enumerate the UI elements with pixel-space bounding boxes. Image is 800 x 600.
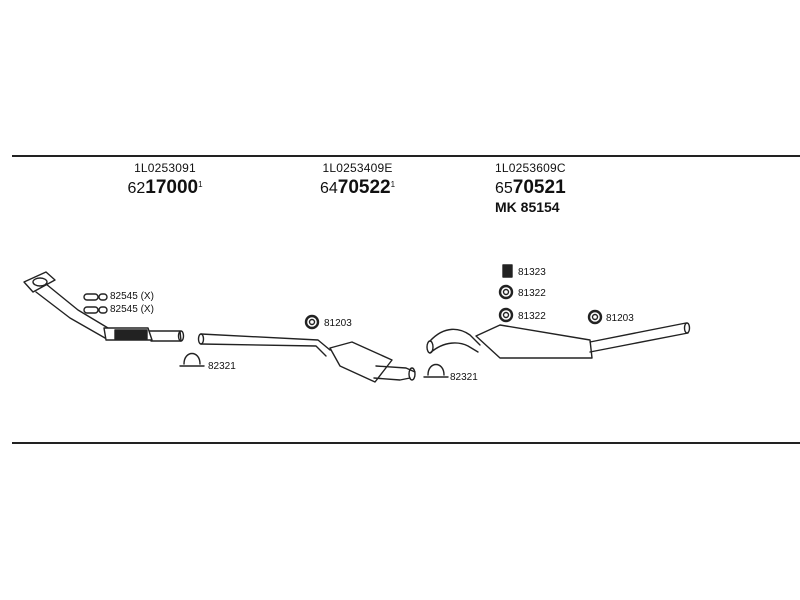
u-clamp-icon	[179, 352, 205, 367]
group-3-kit-number: MK 85154	[495, 199, 560, 215]
front-pipe	[23, 271, 185, 342]
group-1-oem-number: 1L0253091	[134, 161, 196, 175]
group-2-prefix: 64	[319, 180, 338, 197]
clamp-icon	[83, 293, 108, 301]
group-1-prefix: 62	[127, 180, 146, 197]
group-3-header: 1L0253609C 6570521 MK 85154	[495, 162, 615, 214]
rubber-ring-icon	[304, 314, 320, 330]
group-1-header: 1L0253091 62170001	[110, 162, 220, 197]
clamp-label: 82545 (X)	[110, 304, 154, 315]
group-1-number: 17000	[145, 177, 199, 198]
group-2-oem-number: 1L0253409E	[322, 161, 393, 175]
group-1-mark: 1	[198, 180, 203, 189]
clamp-label: 82545 (X)	[110, 291, 154, 302]
rubber-ring-icon	[498, 307, 514, 323]
rubber-mount-icon	[502, 264, 513, 278]
rubber-ring-icon	[587, 309, 603, 325]
clamp-icon	[83, 306, 108, 314]
u-clamp-icon	[423, 363, 449, 378]
group-3-prefix: 65	[495, 180, 513, 197]
group-2-mark: 1	[390, 180, 396, 189]
top-rule	[12, 155, 800, 157]
u-clamp-label: 82321	[208, 361, 236, 372]
middle-pipe	[197, 333, 416, 383]
u-clamp-label: 82321	[450, 372, 478, 383]
group-2-header: 1L0253409E 64705221	[300, 162, 415, 197]
group-2-number: 70522	[337, 177, 391, 198]
rubber-ring-icon	[498, 284, 514, 300]
group-1-part-number: 62170001	[110, 178, 220, 197]
rubber-mount-label: 81323	[518, 267, 546, 278]
bottom-rule	[12, 442, 800, 444]
group-2-part-number: 64705221	[300, 178, 415, 197]
group-3-part-number: 6570521	[495, 178, 615, 197]
rubber-ring-label: 81322	[518, 311, 546, 322]
rear-pipe	[426, 322, 691, 359]
rubber-ring-label: 81203	[606, 313, 634, 324]
rubber-ring-label: 81203	[324, 318, 352, 329]
group-3-number: 70521	[512, 177, 566, 198]
rubber-ring-label: 81322	[518, 288, 546, 299]
group-3-oem-number: 1L0253609C	[495, 161, 566, 175]
